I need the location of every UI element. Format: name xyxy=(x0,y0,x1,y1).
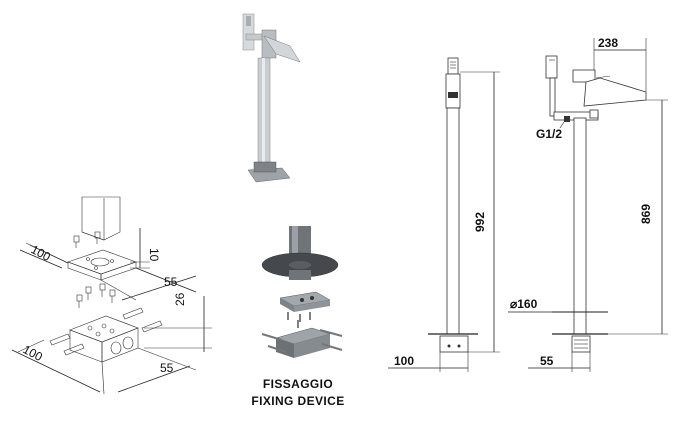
exploded-fixing-blocks: 100 10 55 xyxy=(11,196,212,395)
dim-top-width: 100 xyxy=(19,242,69,269)
dim-top-height-label: 10 xyxy=(147,248,161,262)
caption-italian: FISSAGGIO xyxy=(263,377,333,391)
dim-side-base-label: 55 xyxy=(540,354,554,368)
threaded-rods xyxy=(49,307,163,356)
dim-bottom-width: 100 xyxy=(11,339,105,395)
dim-front-base-label: 100 xyxy=(394,354,414,368)
dim-bottom-height: 26 xyxy=(144,292,212,352)
dim-bottom-depth-label: 55 xyxy=(160,361,174,375)
dim-top-depth-label: 55 xyxy=(164,275,178,289)
dim-total-height-label: 992 xyxy=(473,212,487,232)
dim-top-depth: 55 xyxy=(100,267,197,301)
upper-mounting-plate xyxy=(67,249,137,281)
dim-bottom-height-label: 26 xyxy=(173,292,187,306)
dim-flange-diameter-label: ⌀160 xyxy=(510,297,538,311)
dim-spout-height-label: 869 xyxy=(639,204,653,224)
lower-mounting-block xyxy=(69,315,139,363)
middle-screws xyxy=(76,283,116,308)
dim-bottom-depth: 55 xyxy=(117,347,197,393)
front-view-drawing: 992 100 xyxy=(388,57,500,372)
side-view-drawing: 238 G1/2 869 ⌀160 55 xyxy=(508,36,668,372)
connection-label: G1/2 xyxy=(536,127,562,141)
dim-top-height: 10 xyxy=(130,228,161,269)
dim-bottom-width-label: 100 xyxy=(21,342,46,364)
upper-screws xyxy=(73,231,101,248)
pipe-stub xyxy=(81,196,121,241)
caption-english: FIXING DEVICE xyxy=(251,394,344,408)
faucet-render xyxy=(242,13,301,183)
fixing-device-render xyxy=(261,226,343,358)
dim-spout-reach-label: 238 xyxy=(598,36,618,50)
dim-top-width-label: 100 xyxy=(29,242,54,264)
